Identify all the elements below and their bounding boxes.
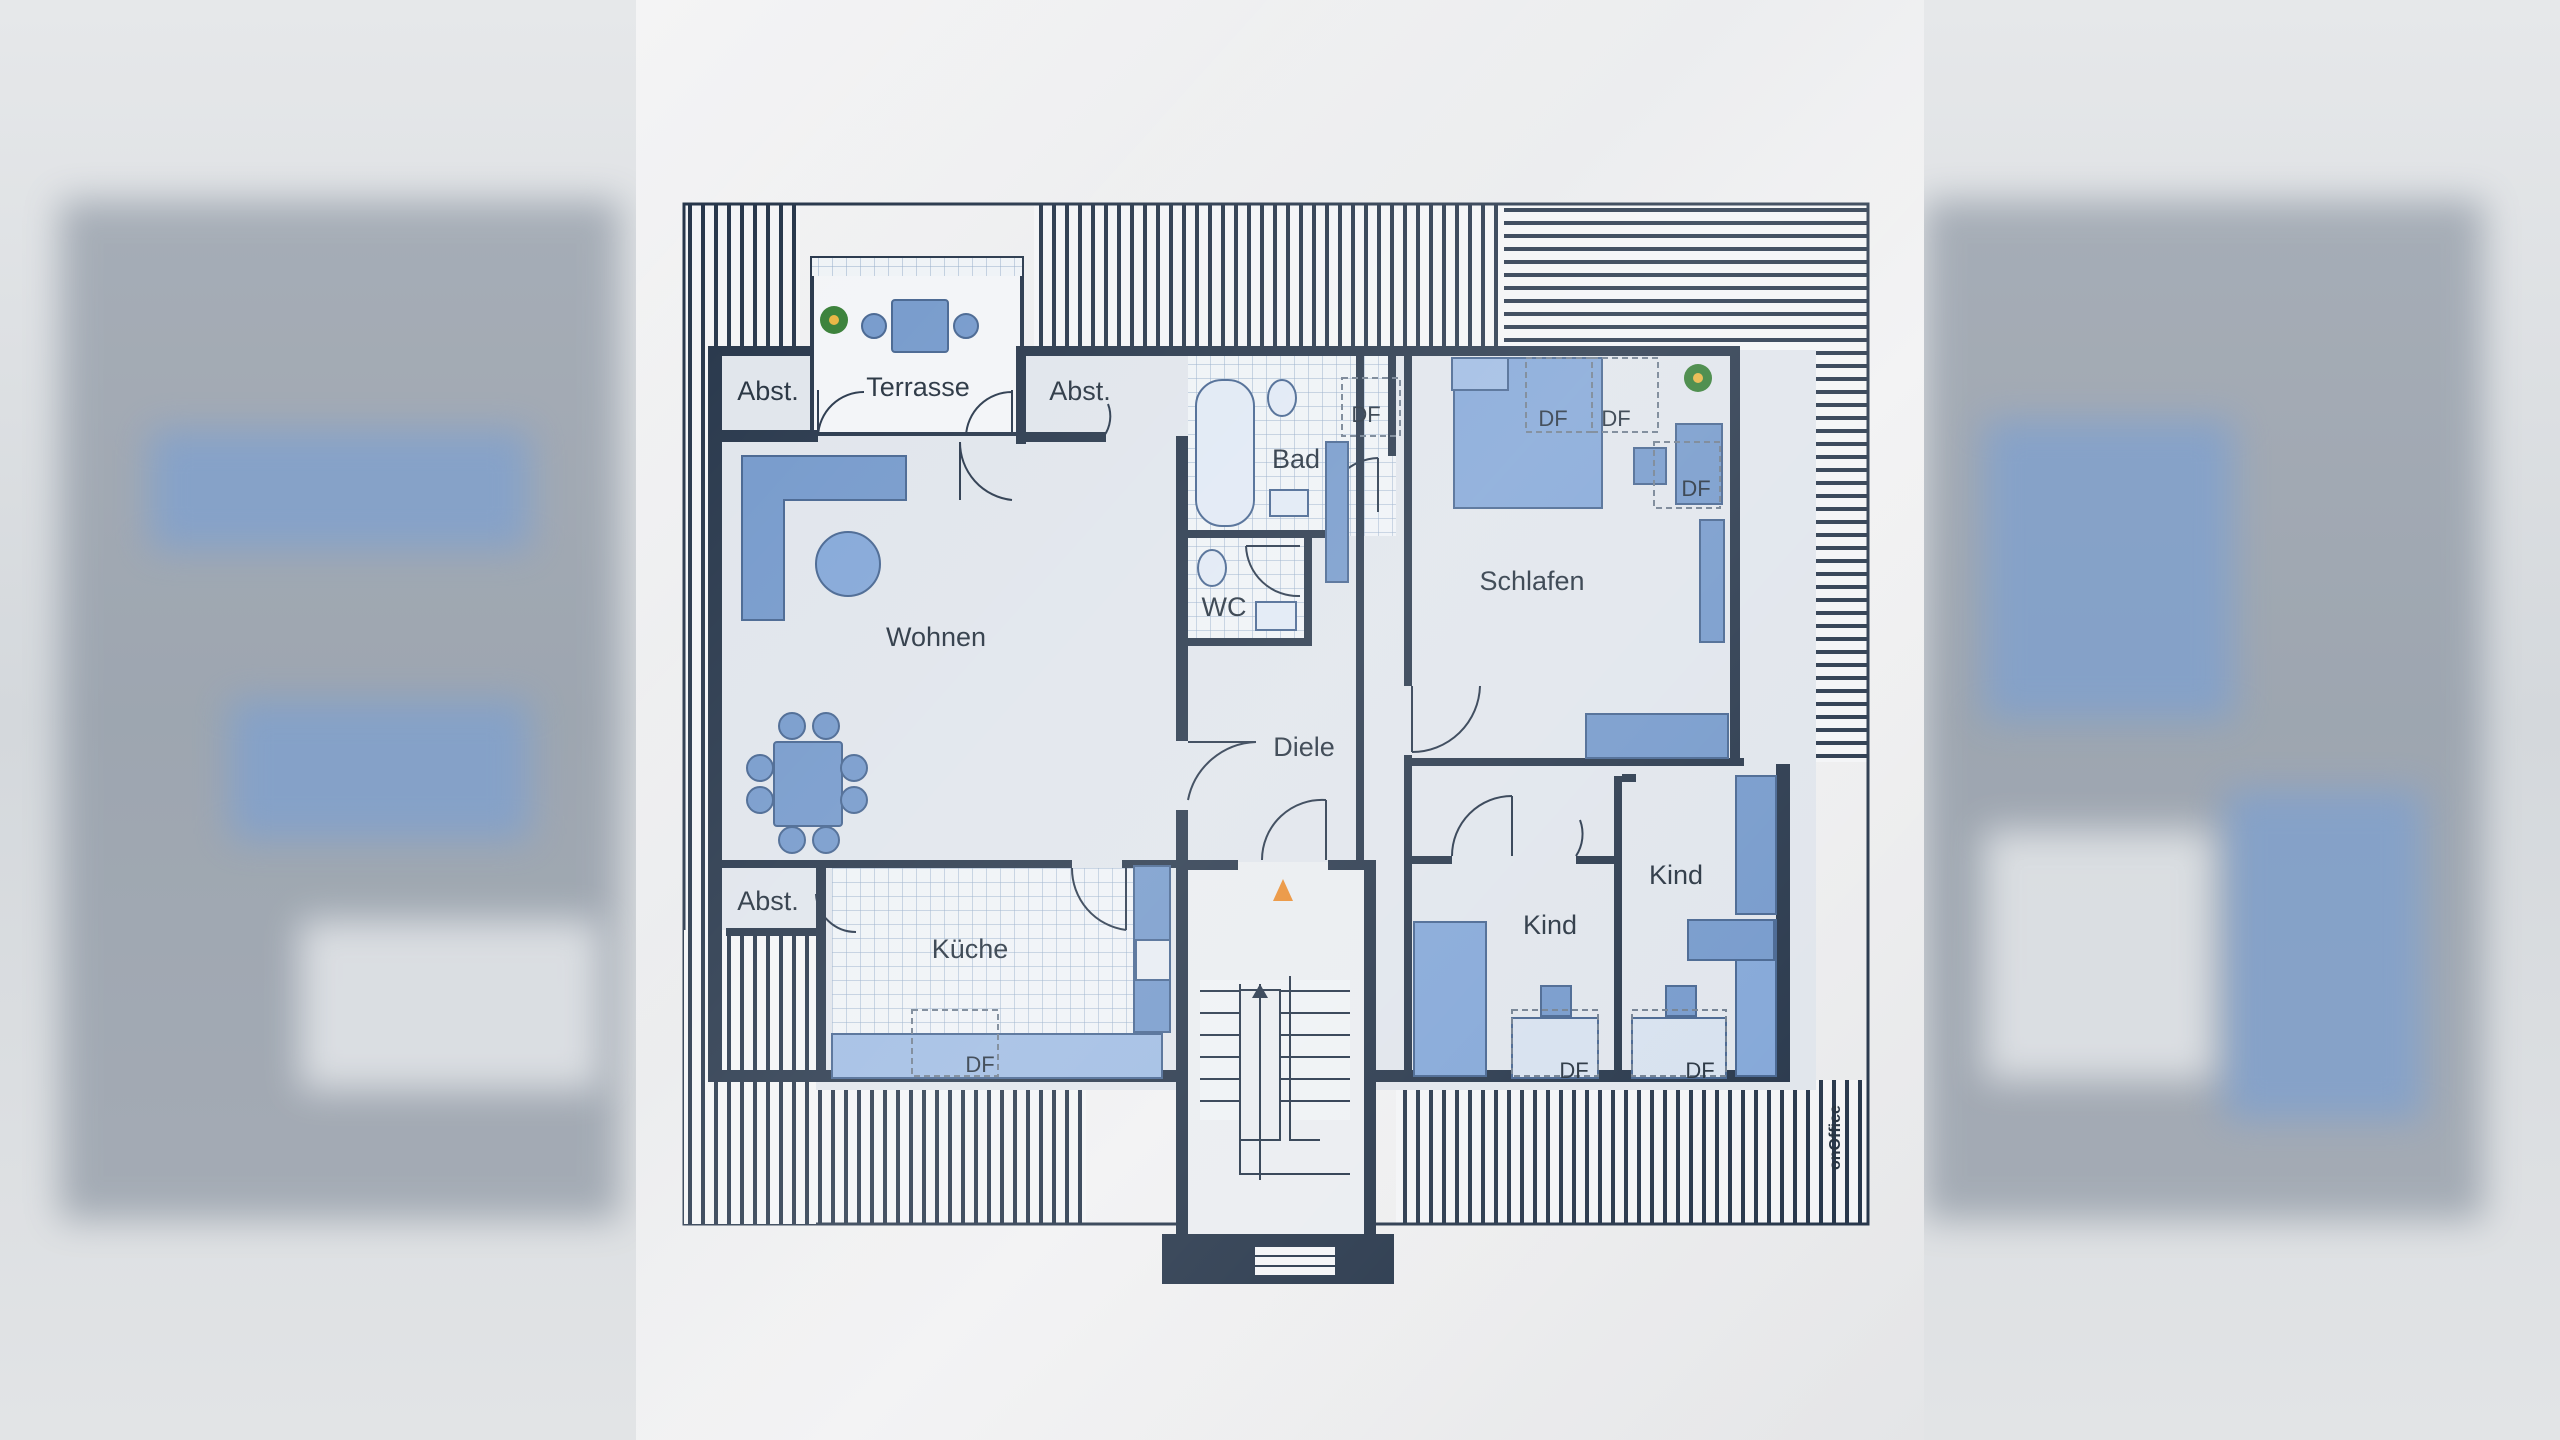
label-df-kind-1: DF bbox=[1559, 1058, 1588, 1083]
plant-icon bbox=[1684, 364, 1712, 392]
label-df-kind-2: DF bbox=[1685, 1058, 1714, 1083]
blurred-background-right bbox=[1924, 0, 2560, 1440]
label-df-schlafen-3: DF bbox=[1681, 476, 1710, 501]
label-df-schlafen-2: DF bbox=[1601, 406, 1630, 431]
label-terrasse: Terrasse bbox=[866, 372, 970, 402]
label-kind-2: Kind bbox=[1649, 860, 1703, 890]
entrance-step bbox=[1253, 1245, 1337, 1277]
label-abst-2: Abst. bbox=[1049, 376, 1111, 406]
label-abst-1: Abst. bbox=[737, 376, 799, 406]
floor-plan-stage: Terrasse Abst. Abst. Abst. Bad WC Wohnen… bbox=[636, 0, 1924, 1440]
label-abst-3: Abst. bbox=[737, 886, 799, 916]
floor-plan: Terrasse Abst. Abst. Abst. Bad WC Wohnen… bbox=[636, 0, 1924, 1440]
label-bad: Bad bbox=[1272, 444, 1320, 474]
blurred-background-left bbox=[0, 0, 636, 1440]
label-wc: WC bbox=[1202, 592, 1247, 622]
label-wohnen: Wohnen bbox=[886, 622, 986, 652]
label-kind-1: Kind bbox=[1523, 910, 1577, 940]
label-schlafen: Schlafen bbox=[1479, 566, 1584, 596]
plant-icon bbox=[820, 306, 848, 334]
label-kueche: Küche bbox=[932, 934, 1009, 964]
label-df-bad: DF bbox=[1351, 402, 1380, 427]
label-df-kueche: DF bbox=[965, 1052, 994, 1077]
logo-onoffice: onOffice bbox=[1827, 1105, 1844, 1170]
label-diele: Diele bbox=[1273, 732, 1335, 762]
label-df-schlafen-1: DF bbox=[1538, 406, 1567, 431]
